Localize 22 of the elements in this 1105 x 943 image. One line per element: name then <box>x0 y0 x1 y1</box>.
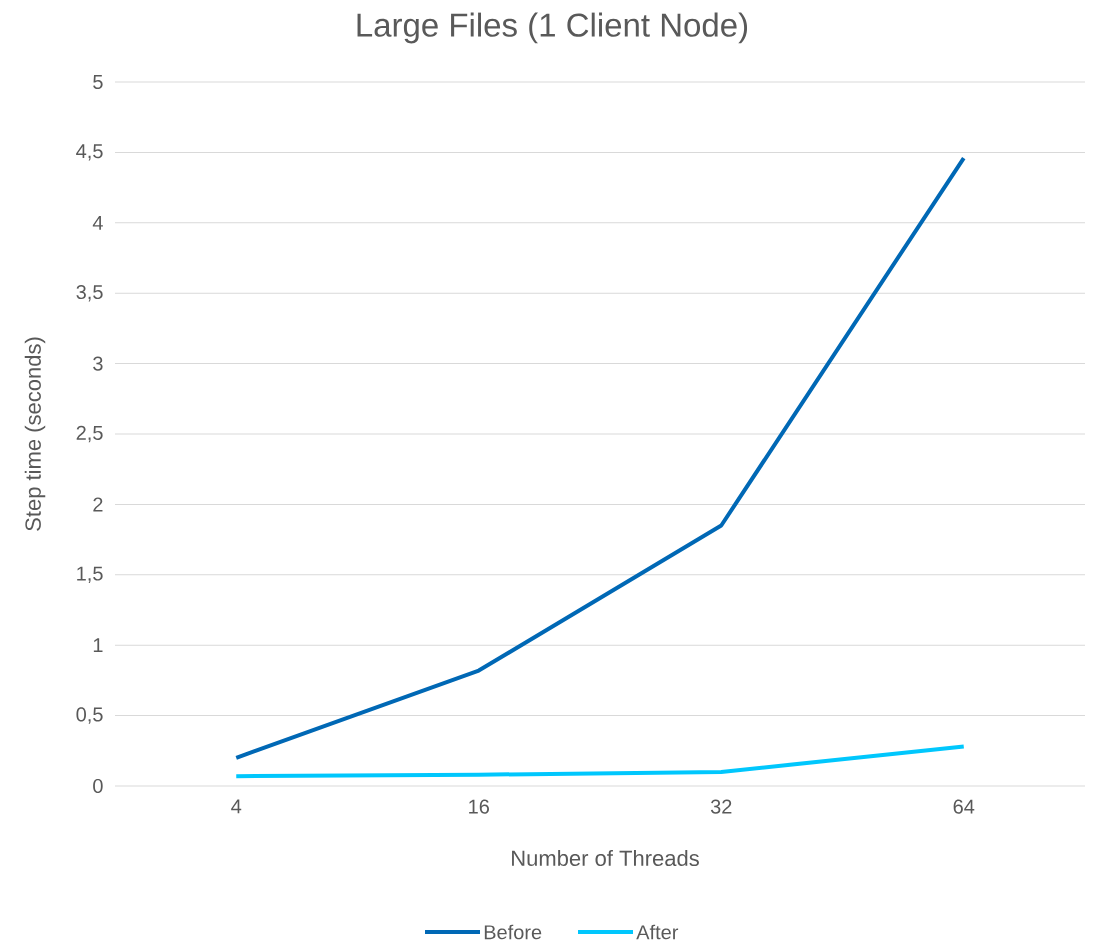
legend-label: After <box>636 924 679 940</box>
tick-label: 4 <box>92 215 103 230</box>
tick-label: 64 <box>953 799 975 814</box>
tick-label: 4 <box>231 799 242 814</box>
tick-label: 4,5 <box>76 144 103 161</box>
tick-label: 3,5 <box>76 284 103 302</box>
tick-label: 1,5 <box>77 566 103 583</box>
axis-title: Number of Threads <box>512 849 699 867</box>
legend-label: Before <box>484 924 542 940</box>
tick-label: 16 <box>469 799 489 814</box>
tick-label: 3 <box>93 356 103 371</box>
tick-label: 1 <box>93 638 103 653</box>
tick-label: 2 <box>93 497 103 512</box>
tick-label: 0 <box>93 778 103 794</box>
tick-label: 0,5 <box>76 707 103 724</box>
tick-label: 5 <box>93 75 103 89</box>
tick-label: 2,5 <box>76 425 103 443</box>
tick-label: 32 <box>710 799 732 814</box>
line-series <box>234 744 966 779</box>
line-series <box>234 156 966 760</box>
chart-title: Large Files (1 Client Node) <box>357 12 748 44</box>
axis-title: Step time (seconds) <box>24 337 46 531</box>
